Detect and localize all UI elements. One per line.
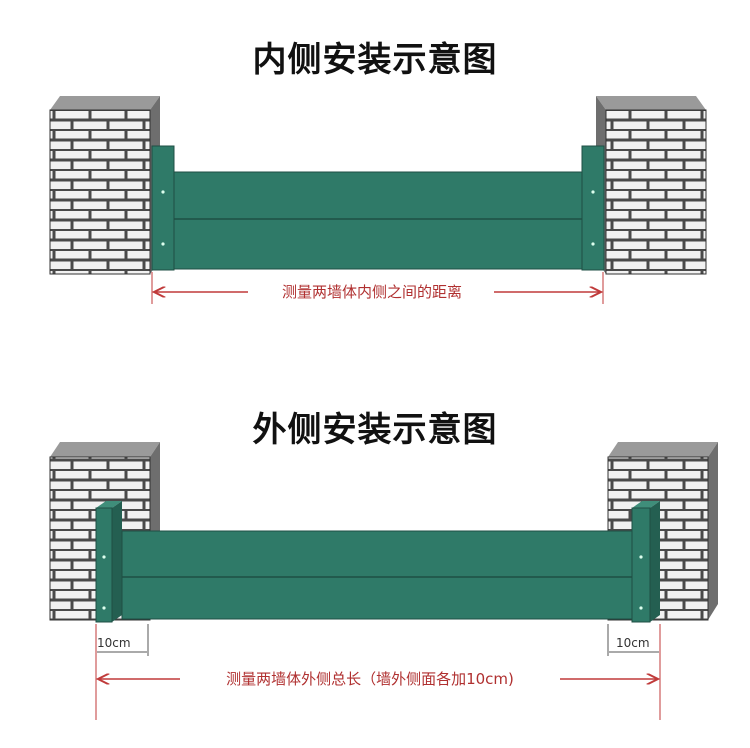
outer-flood-barrier: [95, 501, 660, 623]
right-offset-label: 10cm: [616, 636, 650, 650]
inner-dimension: 测量两墙体内侧之间的距离: [151, 272, 604, 304]
outer-dimension: 测量两墙体外侧总长（墙外侧面各加10cm): [98, 670, 658, 688]
outer-install-title: 外侧安装示意图: [252, 410, 498, 450]
outer-measure-label: 测量两墙体外侧总长（墙外侧面各加10cm): [226, 670, 514, 688]
inner-left-pillar: [49, 96, 160, 275]
inner-flood-barrier: [151, 145, 605, 271]
left-offset-label: 10cm: [97, 636, 131, 650]
inner-install-title: 内侧安装示意图: [252, 40, 498, 80]
inner-right-pillar: [596, 96, 707, 275]
inner-measure-label: 测量两墙体内侧之间的距离: [282, 283, 462, 301]
outer-offset-dimensions: 10cm 10cm: [95, 624, 661, 720]
